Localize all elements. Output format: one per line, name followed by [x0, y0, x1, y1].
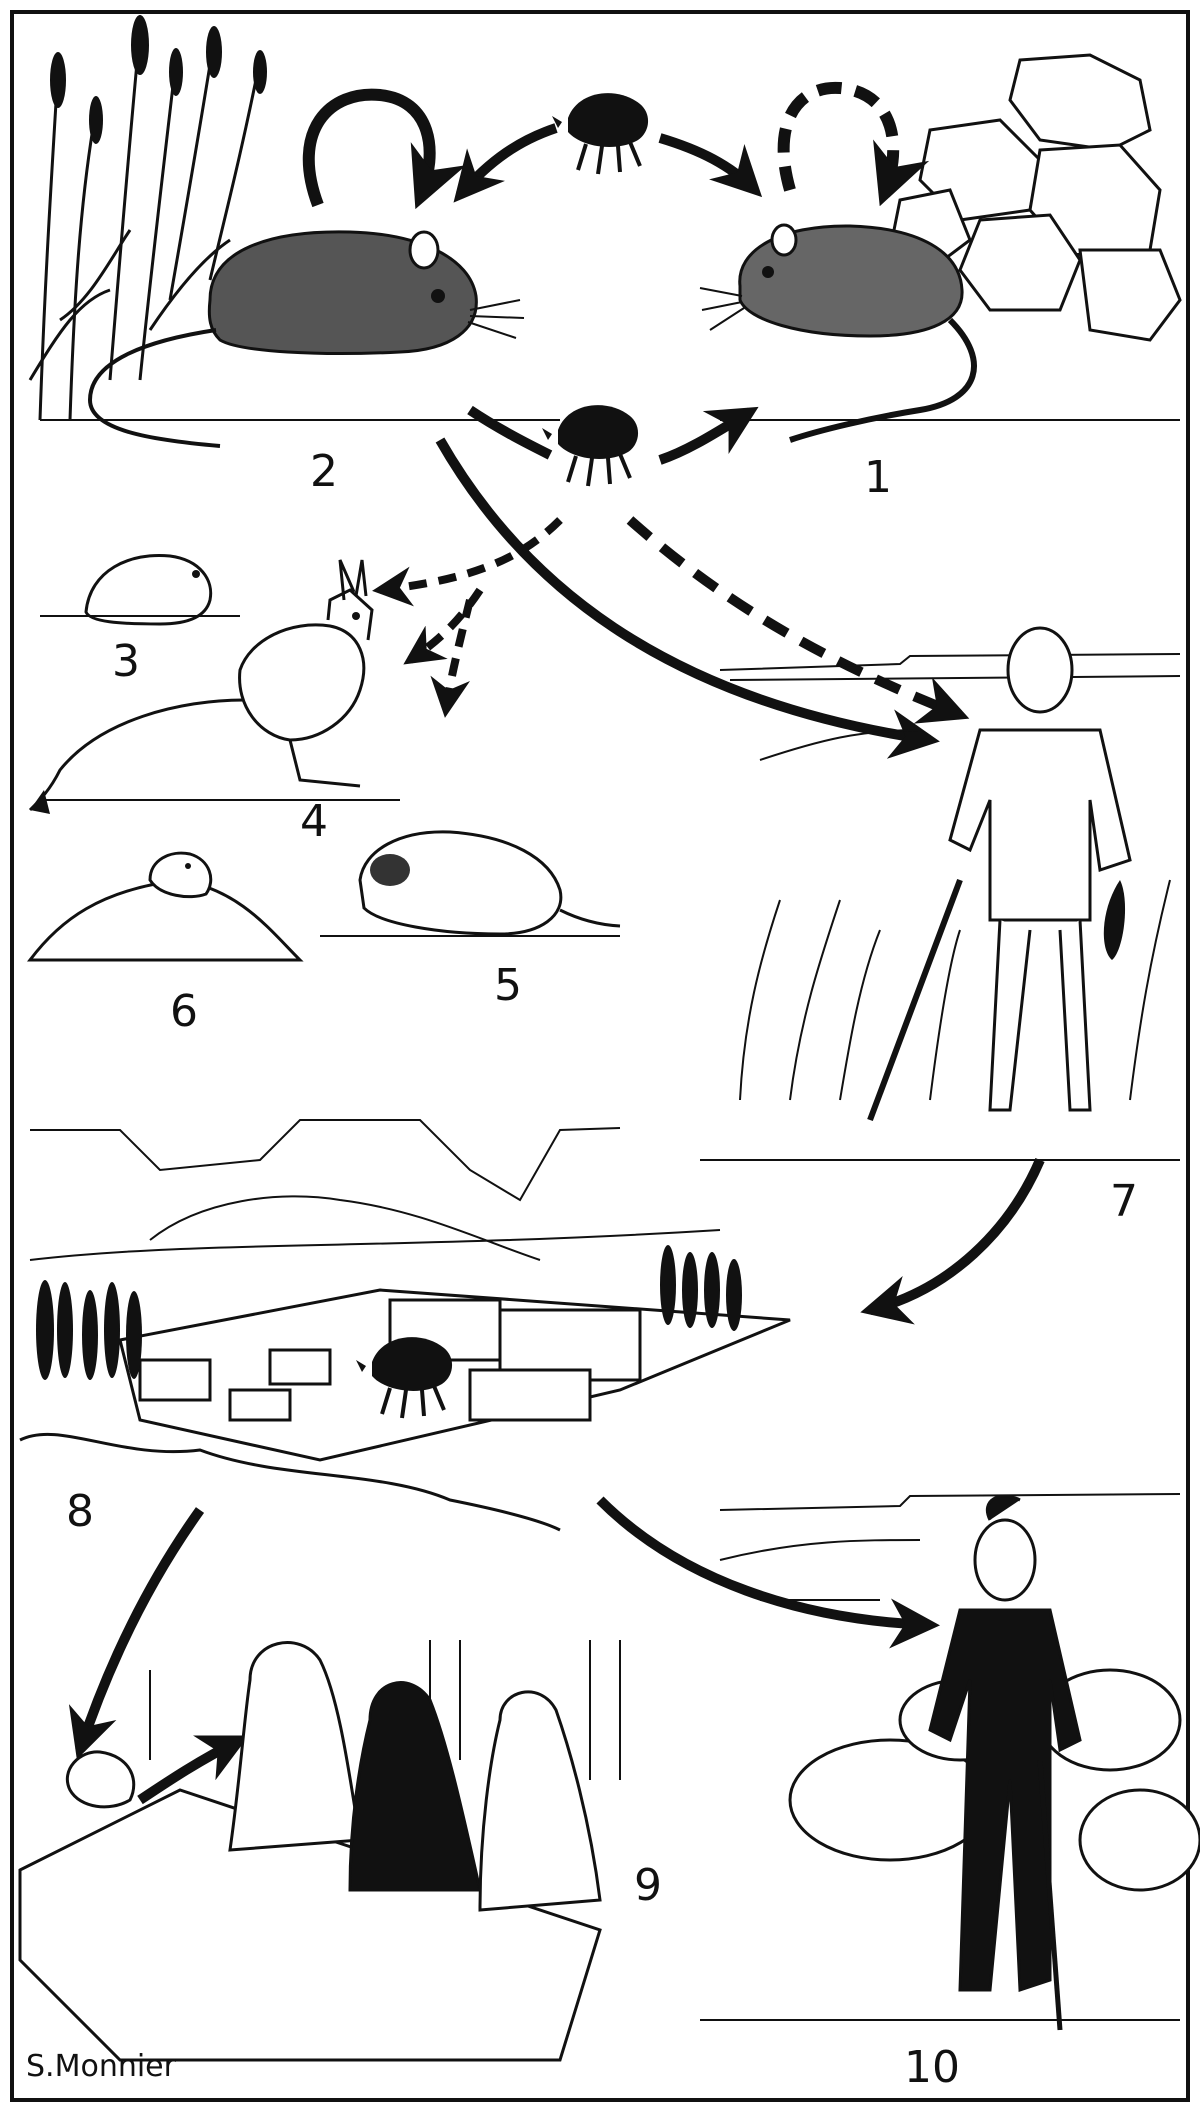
arrow-patient-to-mourners: [137, 1735, 249, 1805]
mesas-8: [29, 1119, 721, 1261]
arrow-2-to-7: [435, 437, 940, 759]
shepherd-10: [928, 1494, 1082, 2031]
cypress-trees: [36, 1245, 742, 1380]
jerboa-4: [28, 559, 400, 814]
label-2: 2: [310, 446, 338, 497]
arrow-8-to-9: [68, 1507, 205, 1760]
arrow-flea-to-3: [372, 517, 563, 607]
label-8: 8: [66, 1486, 94, 1537]
arrow-2-to-flea: [467, 405, 553, 460]
label-6: 6: [170, 986, 198, 1037]
flea-top: [550, 91, 651, 176]
label-10: 10: [904, 2042, 960, 2093]
label-7: 7: [1110, 1176, 1138, 1227]
gerbil-5: [320, 830, 621, 937]
rodent-3: [40, 553, 240, 626]
millet-7: [739, 879, 1171, 1101]
rodent-2: [87, 230, 525, 448]
arrow-flea-to-4: [403, 587, 484, 665]
reed-heads: [50, 15, 267, 144]
arrow-flea-to-1: [658, 133, 763, 198]
arrow-flea-to-7-dashed: [626, 516, 970, 724]
mole-rat-6: [26, 851, 304, 962]
artist-signature: S.Monnier: [26, 2049, 176, 2084]
arrow-7-to-8: [860, 1158, 1045, 1325]
label-9: 9: [634, 1860, 662, 1911]
rocks: [888, 53, 1182, 342]
arrow-flea-to-1b: [658, 406, 759, 465]
rodent-1: [699, 223, 977, 443]
ground-lines: [40, 419, 1180, 2021]
arrow-flea-to-2: [453, 123, 558, 203]
arrow-flea-to-5: [430, 599, 474, 718]
arrow-8-to-10: [596, 1496, 940, 1649]
label-4: 4: [300, 796, 328, 847]
flea-middle: [540, 403, 641, 488]
landscape-10: [719, 1493, 1181, 1601]
label-5: 5: [494, 960, 522, 1011]
label-3: 3: [112, 636, 140, 687]
mourners: [228, 1641, 602, 1912]
patient-bed: [18, 1750, 602, 2062]
shrubs-8: [19, 1432, 561, 1532]
label-1: 1: [864, 452, 892, 503]
dead-rodent: [1103, 880, 1126, 960]
reeds-left: [28, 29, 262, 421]
cycle-arrow-2: [302, 88, 467, 210]
cycle-arrow-1: [777, 81, 930, 207]
boy-7: [867, 626, 1132, 1122]
